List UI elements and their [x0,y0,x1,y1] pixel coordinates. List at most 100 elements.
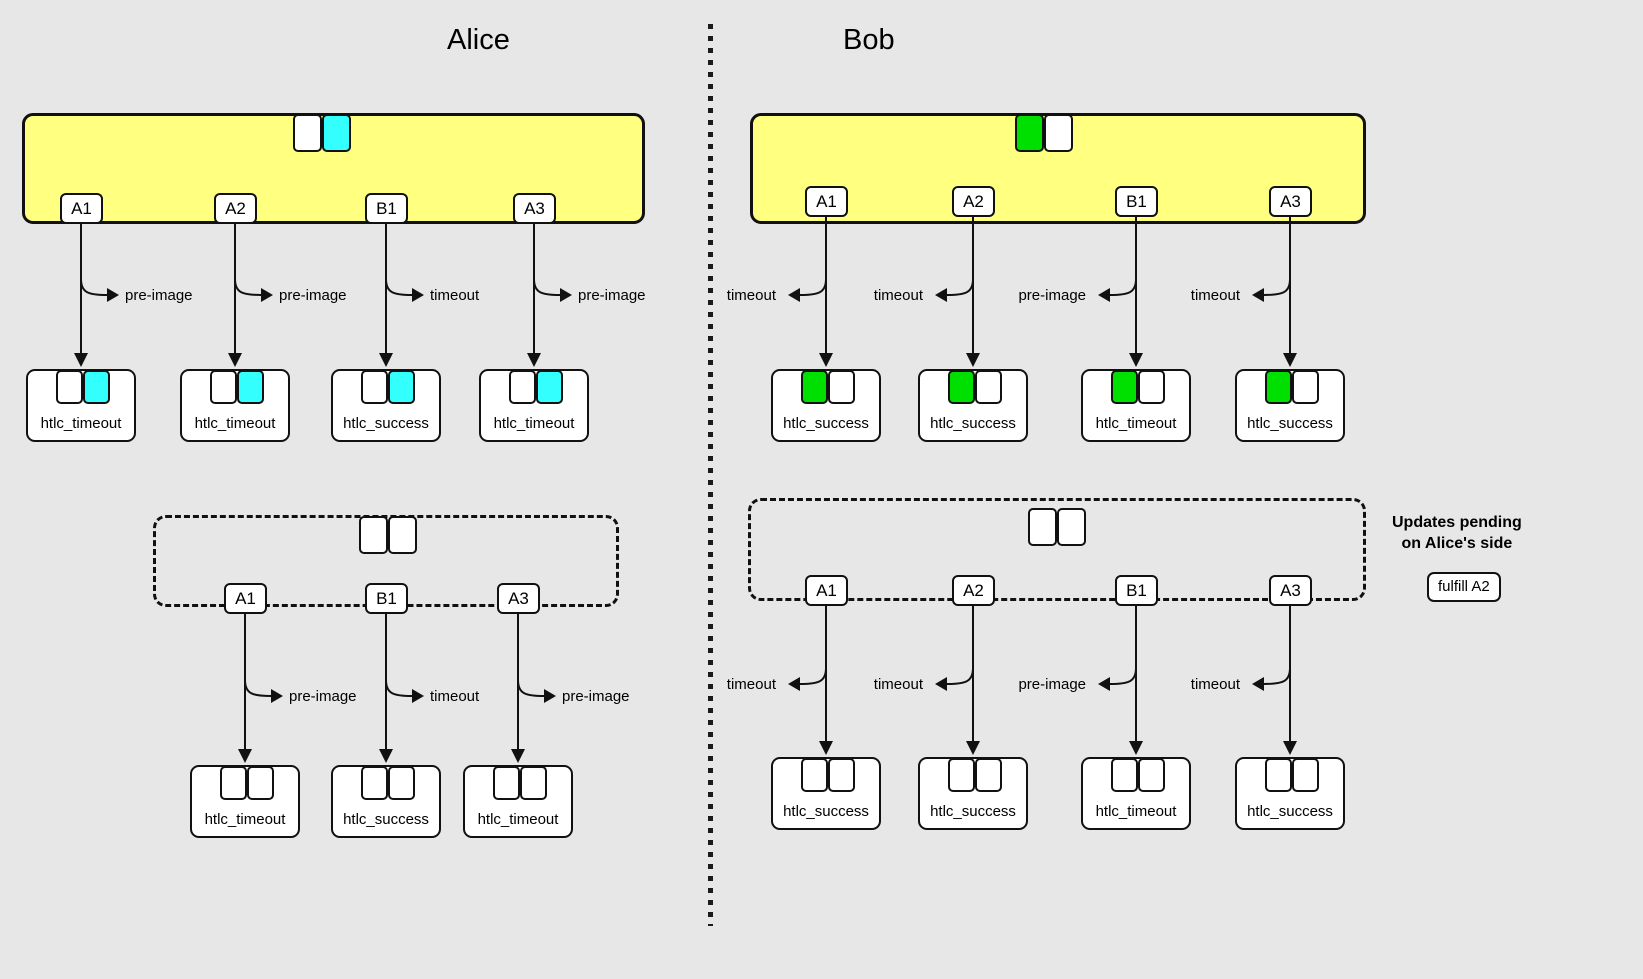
result-outputs-bob-current-B1 [1111,370,1165,404]
spend-arrow-alice-current-A1 [77,277,123,312]
pending-updates-note-line2: on Alice's side [1401,535,1513,552]
output-square-white [361,370,388,404]
result-label-bob-pending-A2: htlc_success [930,803,1016,820]
spend-label-bob-pending-A2: timeout [873,676,923,693]
output-square-green [1015,114,1044,152]
output-square-cyan [322,114,351,152]
commitment-bob-pending [748,498,1366,601]
output-square-white [1111,758,1138,792]
output-square-white [247,766,274,800]
connector-alice-current-A1 [74,224,88,367]
spend-label-alice-pending-A3: pre-image [562,688,630,705]
output-square-white [493,766,520,800]
spend-arrow-alice-current-A3 [530,277,576,312]
htlc-result-bob-pending-B1[interactable]: htlc_timeout [1081,757,1191,830]
pending-updates-note-line1: Updates pending [1392,514,1522,531]
htlc-result-alice-current-A1[interactable]: htlc_timeout [26,369,136,442]
output-square-white [801,758,828,792]
htlc-tab-alice-pending-B1[interactable]: B1 [365,583,408,614]
output-square-white [1044,114,1073,152]
result-label-bob-current-B1: htlc_timeout [1095,415,1177,432]
result-label-alice-pending-A1: htlc_timeout [204,811,286,828]
htlc-result-alice-current-A3[interactable]: htlc_timeout [479,369,589,442]
output-square-white [1292,370,1319,404]
result-outputs-bob-pending-B1 [1111,758,1165,792]
spend-label-bob-pending-B1: pre-image [1018,676,1086,693]
commitment-outputs-alice-pending [359,516,417,554]
htlc-tab-bob-pending-A2[interactable]: A2 [952,575,995,606]
htlc-tab-alice-current-A2[interactable]: A2 [214,193,257,224]
output-square-green [948,370,975,404]
htlc-result-bob-pending-A1[interactable]: htlc_success [771,757,881,830]
htlc-result-bob-pending-A3[interactable]: htlc_success [1235,757,1345,830]
output-square-white [520,766,547,800]
htlc-result-alice-pending-A1[interactable]: htlc_timeout [190,765,300,838]
party-divider [708,24,713,926]
htlc-tab-bob-current-A2[interactable]: A2 [952,186,995,217]
htlc-result-bob-current-A1[interactable]: htlc_success [771,369,881,442]
htlc-tab-bob-pending-A3[interactable]: A3 [1269,575,1312,606]
spend-arrow-alice-current-A2 [231,277,277,312]
output-square-white [220,766,247,800]
output-square-white [359,516,388,554]
result-outputs-bob-pending-A2 [948,758,1002,792]
htlc-tab-bob-pending-A1[interactable]: A1 [805,575,848,606]
htlc-tab-alice-current-B1[interactable]: B1 [365,193,408,224]
output-square-green [801,370,828,404]
spend-arrow-bob-current-B1 [1094,277,1140,312]
output-square-white [828,758,855,792]
result-outputs-bob-current-A2 [948,370,1002,404]
output-square-white [293,114,322,152]
spend-arrow-bob-current-A1 [784,277,830,312]
spend-arrow-bob-pending-B1 [1094,666,1140,701]
spend-arrow-alice-current-B1 [382,277,428,312]
result-label-bob-current-A2: htlc_success [930,415,1016,432]
htlc-result-bob-current-B1[interactable]: htlc_timeout [1081,369,1191,442]
pending-update-chip-fulfill-a2[interactable]: fulfill A2 [1427,572,1501,602]
spend-arrow-bob-pending-A3 [1248,666,1294,701]
output-square-white [1138,758,1165,792]
htlc-result-bob-current-A3[interactable]: htlc_success [1235,369,1345,442]
output-square-white [1138,370,1165,404]
output-square-green [1265,370,1292,404]
party-title-alice: Alice [447,24,510,56]
spend-arrow-alice-pending-B1 [382,678,428,713]
output-square-white [1292,758,1319,792]
htlc-result-bob-pending-A2[interactable]: htlc_success [918,757,1028,830]
output-square-cyan [388,370,415,404]
htlc-tab-bob-pending-B1[interactable]: B1 [1115,575,1158,606]
spend-label-bob-pending-A3: timeout [1190,676,1240,693]
spend-arrow-bob-pending-A2 [931,666,977,701]
spend-label-alice-current-A3: pre-image [578,287,646,304]
output-square-white [56,370,83,404]
output-square-white [388,516,417,554]
output-square-white [948,758,975,792]
htlc-tab-bob-current-A3[interactable]: A3 [1269,186,1312,217]
htlc-tab-alice-pending-A1[interactable]: A1 [224,583,267,614]
spend-label-bob-current-A2: timeout [873,287,923,304]
result-outputs-bob-pending-A1 [801,758,855,792]
result-outputs-alice-current-A1 [56,370,110,404]
htlc-result-bob-current-A2[interactable]: htlc_success [918,369,1028,442]
result-outputs-bob-pending-A3 [1265,758,1319,792]
result-label-alice-current-A1: htlc_timeout [40,415,122,432]
htlc-result-alice-current-B1[interactable]: htlc_success [331,369,441,442]
result-outputs-alice-pending-A3 [493,766,547,800]
htlc-tab-alice-pending-A3[interactable]: A3 [497,583,540,614]
htlc-tab-bob-current-B1[interactable]: B1 [1115,186,1158,217]
htlc-result-alice-pending-A3[interactable]: htlc_timeout [463,765,573,838]
result-label-alice-current-A3: htlc_timeout [493,415,575,432]
result-label-alice-current-A2: htlc_timeout [194,415,276,432]
output-square-cyan [237,370,264,404]
output-square-white [1265,758,1292,792]
htlc-tab-alice-current-A1[interactable]: A1 [60,193,103,224]
result-outputs-alice-current-A2 [210,370,264,404]
spend-label-alice-current-A2: pre-image [279,287,347,304]
htlc-tab-alice-current-A3[interactable]: A3 [513,193,556,224]
output-square-white [388,766,415,800]
htlc-result-alice-current-A2[interactable]: htlc_timeout [180,369,290,442]
result-label-bob-pending-B1: htlc_timeout [1095,803,1177,820]
htlc-tab-bob-current-A1[interactable]: A1 [805,186,848,217]
htlc-result-alice-pending-B1[interactable]: htlc_success [331,765,441,838]
